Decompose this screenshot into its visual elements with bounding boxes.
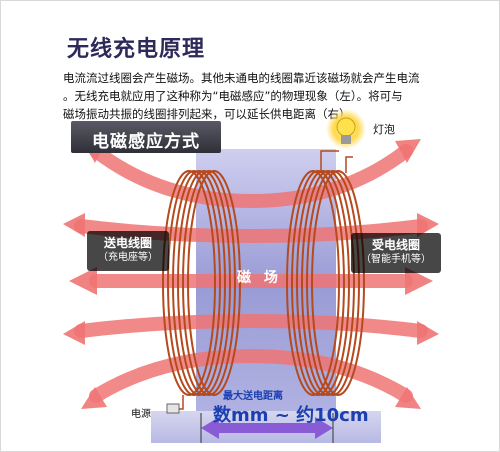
- arrowhead-upper-right: [417, 213, 439, 237]
- field-arrowheads: [63, 139, 439, 409]
- arrowhead-lower-left: [63, 321, 85, 345]
- field-arrow-mid-lower-right: [244, 314, 428, 338]
- page-title: 无线充电原理: [67, 36, 206, 62]
- description-line-2: 。无线充电就应用了这种称为“电磁感应”的物理现象（左）。将可与: [63, 89, 403, 103]
- bulb-label: 灯泡: [373, 123, 395, 136]
- arrowhead-top-right: [395, 139, 421, 163]
- description-line-1: 电流流过线圈会产生磁场。其他未通电的线圈靠近该磁场就会产生电流: [63, 71, 420, 85]
- power-source-label: 电源: [131, 409, 151, 420]
- method-label-box: 电磁感应方式: [71, 121, 221, 153]
- sender-coil-subtitle: （充电座等）: [98, 252, 158, 263]
- bulb-icon: [326, 109, 366, 149]
- sender-coil: [162, 170, 241, 396]
- magnetic-field-label: 磁 场: [237, 270, 282, 286]
- field-arrow-mid-lower-left: [74, 314, 258, 338]
- receiver-coil-title: 受电线圈: [371, 238, 420, 252]
- distance-arrow: [200, 413, 334, 443]
- description: 电流流过线圈会产生磁场。其他未通电的线圈靠近该磁场就会产生电流 。无线充电就应用…: [63, 69, 483, 123]
- sender-coil-title: 送电线圈: [103, 236, 152, 250]
- arrowhead-upper-left: [63, 213, 85, 237]
- arrowhead-bottom-right: [395, 387, 421, 409]
- arrowhead-center-left: [69, 267, 97, 295]
- arrowhead-bottom-left: [81, 387, 107, 409]
- method-label: 电磁感应方式: [92, 132, 200, 152]
- field-arrow-mid-upper-right: [244, 219, 428, 243]
- receiver-coil-subtitle: （智能手机等）: [361, 254, 431, 265]
- arrowhead-center-right: [405, 267, 433, 295]
- description-line-3: 磁场振动共振的线圈排列起来，可以延长供电距离（右）: [63, 107, 351, 121]
- field-arrow-top-right: [244, 144, 413, 208]
- distance-value: 数mm ~ 约10cm: [213, 405, 369, 426]
- receiver-coil: [286, 170, 365, 396]
- sender-coil-label: 送电线圈 （充电座等）: [87, 231, 169, 271]
- bulb-wires: [320, 150, 353, 173]
- receiver-coil-label: 受电线圈 （智能手机等）: [351, 233, 441, 273]
- power-source-icon: [166, 395, 184, 414]
- arrowhead-lower-right: [417, 321, 439, 345]
- max-distance-label: 最大送电距离: [223, 391, 283, 402]
- field-arrow-bottom-left: [89, 349, 258, 403]
